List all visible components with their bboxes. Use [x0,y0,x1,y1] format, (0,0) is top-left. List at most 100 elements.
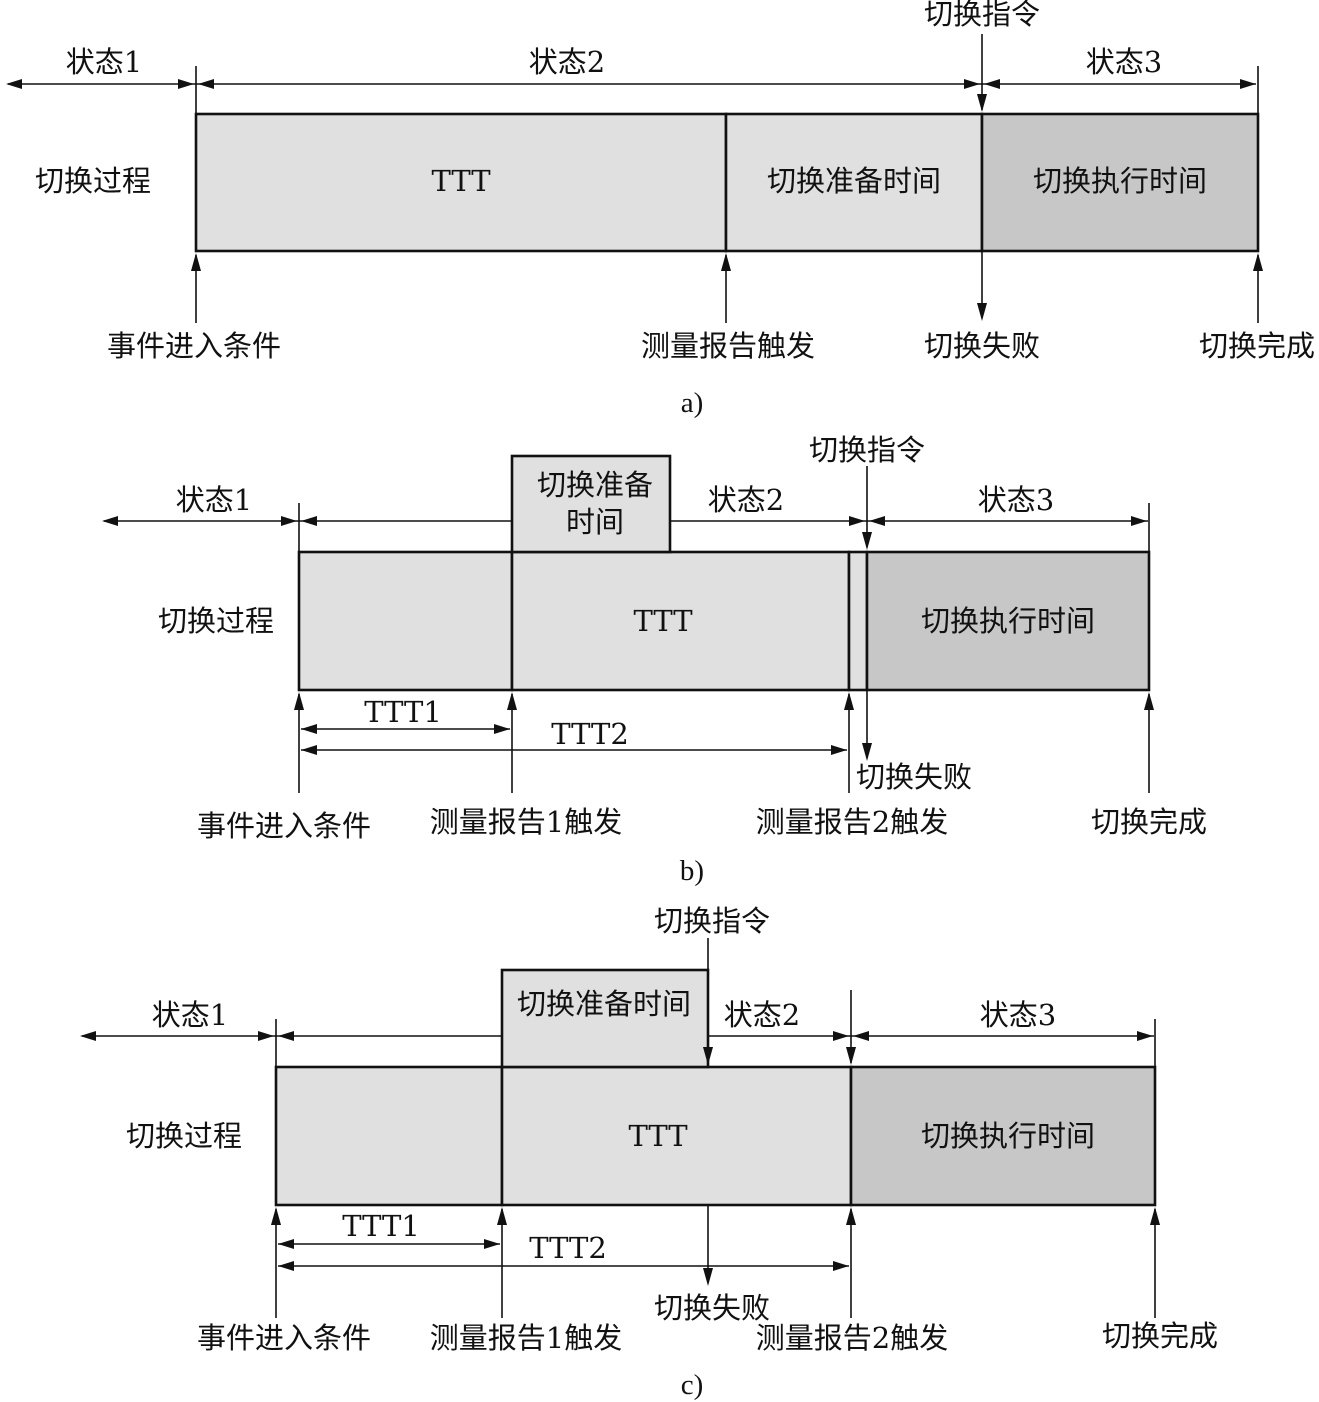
panel-a-report-label: 测量报告触发 [641,329,815,363]
panel-b-state3-arrow-left [869,516,885,526]
panel-a-state3-arrow-right [1240,79,1256,89]
panel-c: 切换指令 状态1 切换准备时间 状态2 状态3 切换过程 TTT 切换执行时间 … [80,904,1218,1401]
panel-a-state3-label: 状态3 [1086,45,1162,79]
panel-c-boundary-arrowhead [846,1047,856,1065]
panel-b-state1-arrow-left [102,516,118,526]
panel-c-complete-arrowhead [1150,1207,1160,1225]
panel-b-pre-box [297,550,514,692]
panel-c-prep-label: 切换准备时间 [517,987,691,1021]
panel-b-report1-arrowhead [507,692,517,710]
panel-c-state2-arrow-left [278,1031,294,1041]
panel-c-state3-arrow-right [1137,1031,1153,1041]
panel-a-command-label: 切换指令 [924,0,1040,31]
panel-b-prep-label-2: 时间 [566,505,624,539]
panel-c-exec-label: 切换执行时间 [921,1119,1095,1153]
panel-b-fail-arrowhead [862,743,872,761]
panel-b-command-arrowhead [862,532,872,550]
panel-c-ttt2-arrow-left [278,1261,294,1271]
panel-a-command-arrowhead [977,94,987,112]
panel-c-ttt2-arrow-right [833,1261,849,1271]
panel-b-report2-label: 测量报告2触发 [756,805,948,839]
panel-c-process-label: 切换过程 [126,1119,242,1153]
panel-c-report1-label: 测量报告1触发 [430,1321,622,1355]
panel-b-command-label: 切换指令 [809,433,925,467]
panel-a-caption: a) [681,387,704,419]
panel-c-state1-label: 状态1 [152,998,228,1032]
panel-c-report1-arrowhead [497,1207,507,1225]
panel-b-gap-box [847,550,869,692]
panel-c-state3-arrow-left [853,1031,869,1041]
panel-c-report2-label: 测量报告2触发 [756,1321,948,1355]
panel-a: 切换指令 状态1 状态2 状态3 切换过程 TTT 切换准备时间 切换执行时间 … [6,0,1315,419]
panel-b-state2-label: 状态2 [708,483,784,517]
panel-c-ttt2-label: TTT2 [529,1231,607,1265]
panel-c-complete-label: 切换完成 [1102,1319,1218,1353]
panel-b-event-label: 事件进入条件 [197,809,371,843]
panel-b-ttt2-label: TTT2 [551,717,629,751]
panel-b-state2-arrow-right [849,516,865,526]
panel-b-state3-arrow-right [1131,516,1147,526]
panel-c-command-arrowhead [703,1047,713,1065]
panel-b-prep-box [510,454,672,554]
panel-c-event-label: 事件进入条件 [197,1321,371,1355]
panel-b-complete-label: 切换完成 [1091,805,1207,839]
panel-c-ttt-label: TTT [628,1119,688,1153]
panel-c-exec-box [849,1065,1157,1207]
panel-a-process-label: 切换过程 [35,164,151,198]
panel-b-prep-label-1: 切换准备 [537,468,653,502]
panel-b-caption: b) [680,855,704,887]
panel-c-state1-arrow-left [80,1031,96,1041]
panel-a-ttt-box [194,112,728,253]
panel-c-ttt1-label: TTT1 [342,1209,420,1243]
panel-c-command-label: 切换指令 [654,904,770,938]
panel-b-state3-label: 状态3 [978,483,1054,517]
panel-b-exec-label: 切换执行时间 [921,604,1095,638]
panel-b-state2-arrow-left [301,516,317,526]
panel-c-state2-label: 状态2 [724,998,800,1032]
panel-a-event-label: 事件进入条件 [107,329,281,363]
panel-b-report2-arrowhead [844,692,854,710]
panel-a-complete-arrowhead [1253,253,1263,271]
panel-a-complete-label: 切换完成 [1199,329,1315,363]
panel-a-state2-arrow-left [198,79,214,89]
panel-c-state2-arrow-right [833,1031,849,1041]
panel-b: 切换指令 状态1 切换准备 时间 状态2 状态3 切换过程 TTT 切换执行时间… [102,433,1207,887]
panel-a-report-arrowhead [721,253,731,271]
panel-b-state1-label: 状态1 [176,483,252,517]
panel-b-ttt2-arrow-right [831,745,847,755]
panel-b-process-label: 切换过程 [158,604,274,638]
panel-a-prep-box [724,112,984,253]
panel-c-report2-arrowhead [846,1207,856,1225]
panel-a-state3-arrow-left [984,79,1000,89]
panel-a-exec-label: 切换执行时间 [1033,164,1207,198]
panel-a-state1-arrow-right [178,79,194,89]
panel-c-state3-label: 状态3 [980,998,1056,1032]
panel-b-exec-box [865,550,1151,692]
panel-b-state1-arrow-right [281,516,297,526]
panel-b-ttt1-label: TTT1 [364,695,442,729]
panel-c-ttt1-arrow-right [484,1239,500,1249]
panel-c-event-arrowhead [271,1207,281,1225]
panel-b-ttt1-arrow-left [301,724,317,734]
panel-a-event-arrowhead [191,253,201,271]
panel-c-fail-arrowhead [703,1268,713,1286]
panel-a-state1-label: 状态1 [66,45,142,79]
panel-b-ttt-label: TTT [633,604,693,638]
panel-c-caption: c) [681,1369,704,1401]
panel-a-state2-arrow-right [964,79,980,89]
panel-b-report1-label: 测量报告1触发 [430,805,622,839]
panel-a-state1-arrow-left [6,79,22,89]
panel-b-ttt2-arrow-left [301,745,317,755]
panel-c-pre-box [274,1065,504,1207]
panel-a-prep-label: 切换准备时间 [767,164,941,198]
panel-b-ttt1-arrow-right [494,724,510,734]
panel-a-exec-box [980,112,1260,253]
panel-b-complete-arrowhead [1144,692,1154,710]
panel-a-ttt-label: TTT [431,164,491,198]
panel-b-fail-label: 切换失败 [856,760,972,794]
panel-a-state2-label: 状态2 [529,45,605,79]
panel-a-fail-label: 切换失败 [924,329,1040,363]
panel-c-state1-arrow-right [258,1031,274,1041]
